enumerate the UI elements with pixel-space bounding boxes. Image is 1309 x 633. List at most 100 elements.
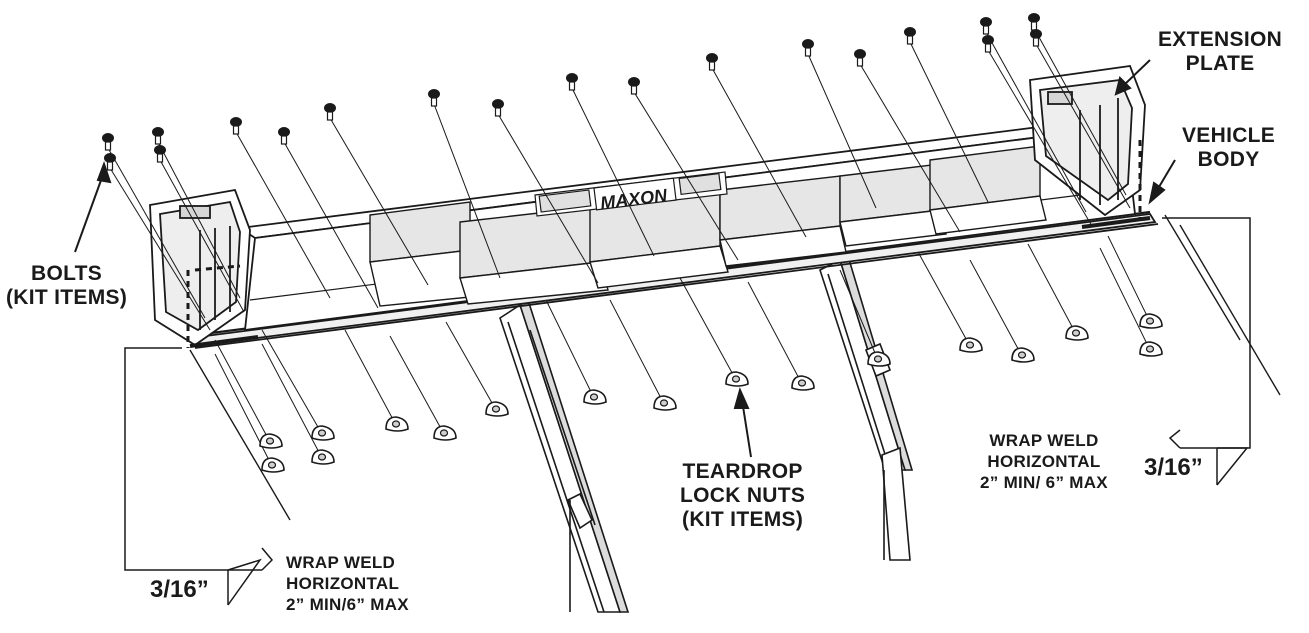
- nut-centerline: [389, 335, 445, 435]
- bolt-centerline: [329, 117, 429, 286]
- weld-size-left: 3/16”: [150, 576, 209, 603]
- leader-arrows: [74, 59, 1176, 458]
- teardrop-line-3: (KIT ITEMS): [682, 508, 804, 531]
- bolt: [104, 153, 116, 171]
- nut-centerline: [609, 299, 665, 405]
- bolt: [980, 17, 992, 35]
- teardrop-nut: [311, 449, 335, 465]
- bolt: [982, 35, 994, 53]
- teardrop-line-2: LOCK NUTS: [680, 484, 806, 507]
- bolt: [1028, 13, 1040, 31]
- left-end-box: [149, 188, 251, 348]
- teardrop-nuts-group: [259, 313, 1163, 473]
- nut-centerline: [214, 353, 273, 467]
- vehicle-body-label: VEHICLE BODY: [1182, 124, 1275, 172]
- bolt: [492, 99, 504, 117]
- bolt: [566, 73, 578, 91]
- bolt-centerline: [159, 159, 245, 313]
- bolt-centerline: [571, 87, 655, 257]
- bolt-centerline: [1033, 27, 1127, 196]
- bolt: [1030, 29, 1042, 47]
- bolt-centerline: [109, 167, 211, 331]
- nut-centerline: [1099, 247, 1151, 351]
- bolt: [904, 27, 916, 45]
- weld-right-line-3: 2” MIN/ 6” MAX: [980, 473, 1108, 492]
- teardrop-nut: [1011, 347, 1035, 363]
- weld-right-label: WRAP WELD HORIZONTAL 2” MIN/ 6” MAX: [980, 430, 1108, 493]
- weld-left-line-1: WRAP WELD: [286, 553, 396, 572]
- nut-centerline: [344, 329, 397, 426]
- teardrop-nut: [485, 401, 509, 417]
- extension-plate-line-2: PLATE: [1185, 52, 1255, 75]
- weld-size-right: 3/16”: [1144, 454, 1203, 481]
- bolt: [428, 89, 440, 107]
- teardrop-nut: [1139, 313, 1163, 329]
- bolt: [278, 127, 290, 145]
- teardrop-label: TEARDROP LOCK NUTS (KIT ITEMS): [680, 460, 805, 532]
- nut-centerline: [214, 339, 271, 443]
- teardrop-nut: [867, 351, 891, 367]
- bolt: [152, 127, 164, 145]
- weld-callout-right: [1162, 217, 1251, 486]
- teardrop-nut: [261, 457, 285, 473]
- bolt-centerline: [107, 147, 206, 319]
- nut-centerline: [1107, 235, 1151, 323]
- teardrop-nut: [653, 395, 677, 411]
- bolt-centerline: [497, 113, 599, 284]
- nut-centerline: [545, 299, 595, 399]
- bolt: [854, 49, 866, 67]
- teardrop-nut: [791, 375, 815, 391]
- bolts-line-1: BOLTS: [31, 262, 103, 285]
- teardrop-nut: [259, 433, 283, 449]
- teardrop-nut: [1139, 341, 1163, 357]
- nut-centerline: [261, 343, 323, 459]
- teardrop-nut: [385, 416, 409, 432]
- bolt-centerline: [807, 53, 877, 209]
- bolt-centerlines: [107, 27, 1131, 331]
- bolt-centerline: [909, 41, 989, 203]
- weld-callout-left: [124, 347, 274, 606]
- teardrop-nut: [1065, 325, 1089, 341]
- nut-centerline: [969, 259, 1023, 357]
- bolt-centerline: [987, 49, 1093, 227]
- brand-plate: [534, 171, 728, 217]
- weld-left-label: WRAP WELD HORIZONTAL 2” MIN/6” MAX: [286, 552, 409, 615]
- bolts-group: [102, 13, 1042, 171]
- vehicle-body-line-2: BODY: [1197, 148, 1260, 171]
- bolt: [230, 117, 242, 135]
- extension-plate-line-1: EXTENSION: [1158, 28, 1283, 51]
- weld-left-line-2: HORIZONTAL: [286, 574, 400, 593]
- vehicle-body-line-1: VEHICLE: [1182, 124, 1276, 147]
- teardrop-nut: [725, 371, 749, 387]
- teardrop-line-1: TEARDROP: [682, 460, 803, 483]
- bolt-centerline: [283, 141, 379, 309]
- teardrop-nut: [959, 337, 983, 353]
- bolt-centerline: [1035, 43, 1131, 209]
- vehicle-body-outline: [189, 214, 1281, 521]
- nut-centerline: [917, 251, 971, 347]
- bolt-centerline: [433, 103, 501, 279]
- bolt-centerline: [235, 131, 331, 299]
- extension-plate-label: EXTENSION PLATE: [1158, 28, 1282, 76]
- bolt-centerline: [985, 31, 1087, 213]
- nut-centerline: [261, 329, 323, 435]
- bolt-centerline: [633, 91, 739, 261]
- bolt: [102, 133, 114, 151]
- right-frame-rail: [819, 254, 914, 561]
- weld-right-line-1: WRAP WELD: [989, 431, 1099, 450]
- teardrop-nut: [311, 425, 335, 441]
- teardrop-nut: [433, 425, 457, 441]
- bolt-centerline: [157, 141, 241, 299]
- weld-left-line-3: 2” MIN/6” MAX: [286, 595, 409, 614]
- bolts-line-2: (KIT ITEMS): [6, 286, 128, 309]
- weld-beads: [189, 216, 1151, 348]
- bolt-centerline: [711, 67, 807, 238]
- bolt: [802, 39, 814, 57]
- bolt: [324, 103, 336, 121]
- nut-centerline: [839, 269, 879, 361]
- left-frame-rail: [499, 298, 630, 613]
- bolt-centerline: [859, 63, 961, 233]
- nut-centerline: [679, 277, 737, 381]
- bolt: [154, 145, 166, 163]
